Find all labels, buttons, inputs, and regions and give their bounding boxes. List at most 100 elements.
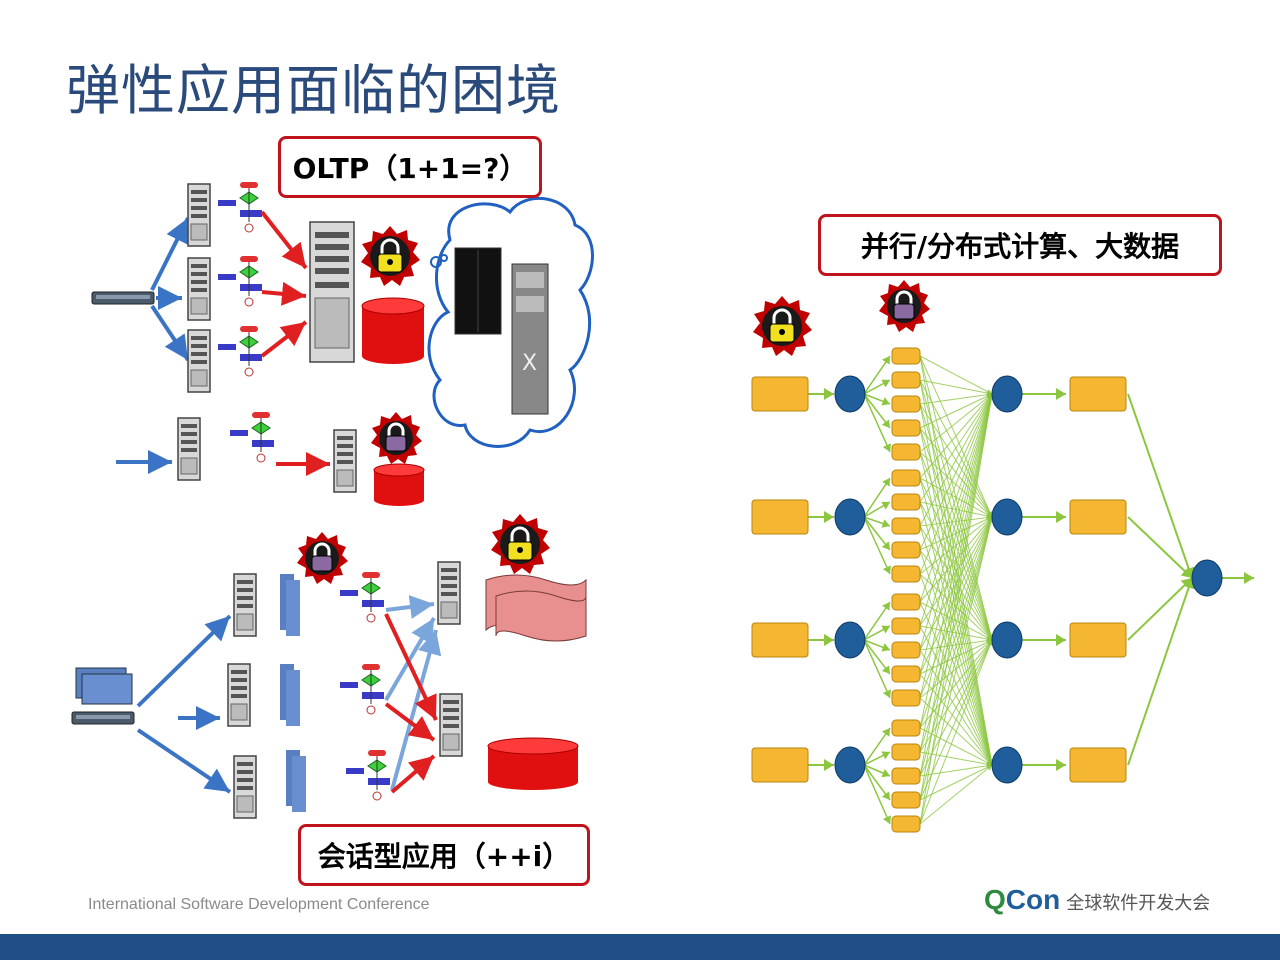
partition-node (891, 443, 921, 461)
network-edge (863, 516, 891, 528)
partition-node (891, 791, 921, 809)
lock-icon (877, 278, 932, 334)
parallel-label: 并行/分布式计算、大数据 (818, 214, 1222, 276)
network-edge (919, 393, 993, 479)
network-edge (919, 391, 993, 405)
network-edge (863, 516, 891, 575)
network-edge (919, 379, 993, 396)
network-edge (863, 751, 891, 766)
partition-node (891, 493, 921, 511)
network-edge (919, 393, 993, 551)
network-edge (863, 393, 891, 429)
session-label: 会话型应用（++i） (298, 824, 590, 886)
network-edge (919, 393, 995, 825)
lock-icon (489, 512, 552, 576)
partition-node (891, 565, 921, 583)
network-edge (863, 379, 891, 395)
network-edge (863, 601, 891, 641)
partition-node (891, 743, 921, 761)
hidden-node (834, 375, 866, 413)
flowchart-icon (339, 663, 385, 715)
single-app-diagram (116, 410, 425, 506)
svg-text:X: X (522, 351, 537, 376)
brand-subtitle: 全球软件开发大会 (1066, 893, 1211, 914)
session-diagram (71, 512, 587, 819)
network-edge (863, 393, 892, 453)
server-icon (333, 429, 357, 493)
network-edge (863, 639, 891, 652)
brand-q: Q (984, 884, 1006, 915)
database-icon (361, 297, 425, 364)
network-edge (919, 355, 993, 395)
server-icon (233, 573, 257, 637)
network-edge (863, 501, 891, 518)
partition-node (891, 347, 921, 365)
server-icon (439, 693, 463, 757)
hidden-node (991, 746, 1023, 784)
oltp-diagram: X (91, 181, 594, 448)
input-node (751, 747, 809, 783)
network-edge (919, 393, 994, 729)
flowchart-icon (229, 411, 275, 463)
network-edge (863, 625, 891, 641)
network-edge (863, 355, 891, 395)
oltp-label: OLTP（1+1=?） (278, 136, 542, 198)
flowchart-icon (339, 571, 385, 623)
server-icon (177, 417, 201, 481)
output-node (1069, 499, 1127, 535)
hidden-node (991, 375, 1023, 413)
network-edge (919, 639, 993, 825)
database-icon (373, 463, 425, 506)
network-edge (919, 393, 995, 777)
network-edge (863, 764, 891, 801)
network-edge (1127, 393, 1195, 579)
partition-node (891, 767, 921, 785)
partition-node (891, 469, 921, 487)
server-icon (437, 561, 461, 625)
document-stack-icon (75, 667, 133, 705)
network-edge (1127, 577, 1195, 766)
partition-node (891, 617, 921, 635)
hidden-node (834, 498, 866, 536)
network-edge (919, 393, 994, 753)
flowchart-icon (345, 749, 391, 801)
bottom-bar (0, 934, 1280, 960)
output-node (1069, 622, 1127, 658)
network-edge (863, 764, 891, 778)
server-icon (233, 755, 257, 819)
cloud-icon: X (427, 197, 594, 448)
network-edge (1127, 577, 1193, 641)
partition-node (891, 517, 921, 535)
output-node (1069, 747, 1127, 783)
input-node (751, 622, 809, 658)
network-edge (863, 516, 891, 551)
network-edge (863, 639, 891, 675)
flowchart-icon (217, 255, 263, 307)
network-edge (919, 393, 993, 503)
partition-node (891, 395, 921, 413)
server-icon (187, 183, 211, 247)
network-edge (919, 393, 993, 575)
partition-node (891, 641, 921, 659)
lock-icon (751, 294, 814, 358)
network-edge (919, 393, 993, 429)
switch-icon (91, 291, 155, 305)
partition-node (891, 665, 921, 683)
input-node (751, 376, 809, 412)
network-edge (863, 727, 891, 766)
partition-node (891, 593, 921, 611)
network-edge (863, 393, 891, 406)
network-edge (863, 477, 891, 518)
switch-icon (71, 711, 135, 725)
network-edge (919, 516, 994, 825)
network-edge (919, 393, 994, 651)
flowchart-icon (217, 325, 263, 377)
network-edge (919, 393, 995, 801)
partition-node (891, 371, 921, 389)
hidden-node (991, 498, 1023, 536)
server-icon (227, 663, 251, 727)
hidden-node (834, 621, 866, 659)
hidden-node (991, 621, 1023, 659)
partition-node (891, 815, 921, 833)
